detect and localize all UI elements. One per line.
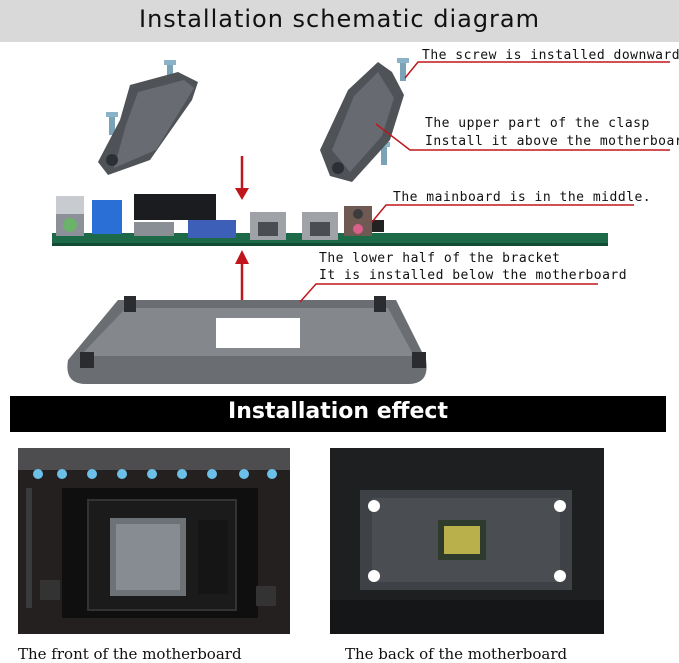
front-caption: The front of the motherboard xyxy=(18,645,242,663)
annotation-clasp-line1: The upper part of the clasp xyxy=(425,116,650,131)
arrow-down xyxy=(235,156,249,200)
leader-screw xyxy=(405,62,670,78)
screw-right-top xyxy=(397,58,409,81)
annotation-lower-line2: It is installed below the motherboard xyxy=(319,268,627,283)
lower-bracket xyxy=(67,296,426,384)
leader-lower xyxy=(300,284,598,302)
annotation-screw: The screw is installed downward. xyxy=(422,48,679,63)
effect-title: Installation effect xyxy=(10,399,666,424)
back-motherboard-photo xyxy=(330,448,604,634)
leader-mainboard xyxy=(372,205,634,222)
upper-clasp-right xyxy=(320,62,404,182)
front-motherboard-photo xyxy=(18,448,290,634)
annotation-lower-line1: The lower half of the bracket xyxy=(319,251,560,266)
annotation-clasp-line2: Install it above the motherboard xyxy=(425,134,679,149)
annotation-mainboard: The mainboard is in the middle. xyxy=(393,190,651,205)
back-caption: The back of the motherboard xyxy=(345,645,567,663)
arrow-up xyxy=(235,250,249,302)
